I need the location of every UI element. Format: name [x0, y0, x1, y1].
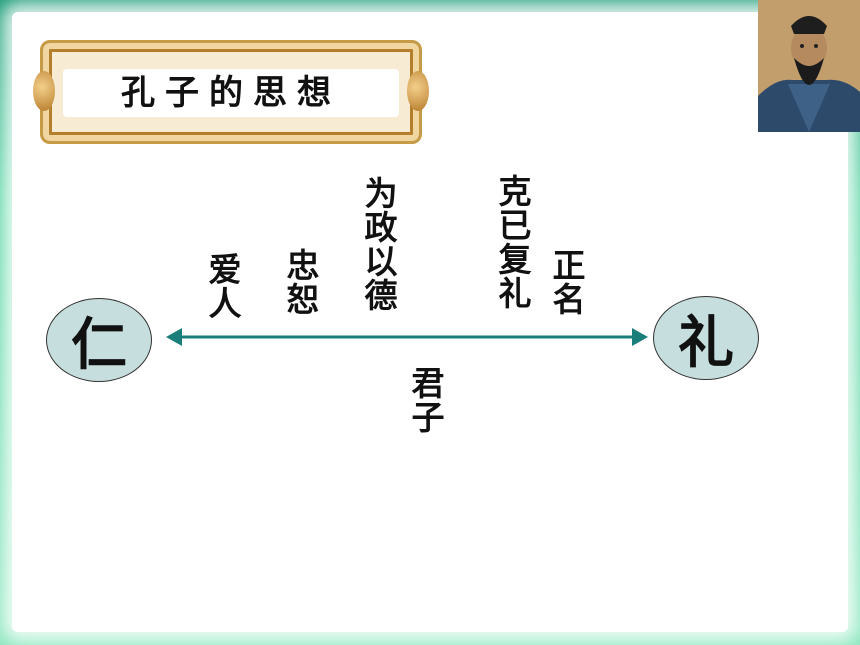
arrowhead-left — [166, 328, 182, 346]
slide-title: 孔子的思想 — [63, 69, 399, 117]
node-ren: 仁 — [46, 298, 152, 382]
label-wei-zheng-yi-de: 为政以德 — [359, 176, 398, 312]
scroll-ornament-left — [33, 71, 55, 111]
arrowhead-right — [632, 328, 648, 346]
title-banner: 孔子的思想 — [33, 40, 429, 144]
portrait-illustration — [758, 0, 860, 132]
label-zhong-shu: 忠恕 — [281, 248, 320, 316]
label-zheng-ming: 正名 — [547, 248, 586, 316]
scroll-ornament-right — [407, 71, 429, 111]
confucius-portrait — [758, 0, 860, 132]
label-jun-zi: 君子 — [406, 366, 445, 434]
label-ke-ji-fu-li: 克已复礼 — [493, 174, 532, 310]
node-li: 礼 — [653, 296, 759, 380]
label-ai-ren: 爱人 — [203, 252, 242, 320]
